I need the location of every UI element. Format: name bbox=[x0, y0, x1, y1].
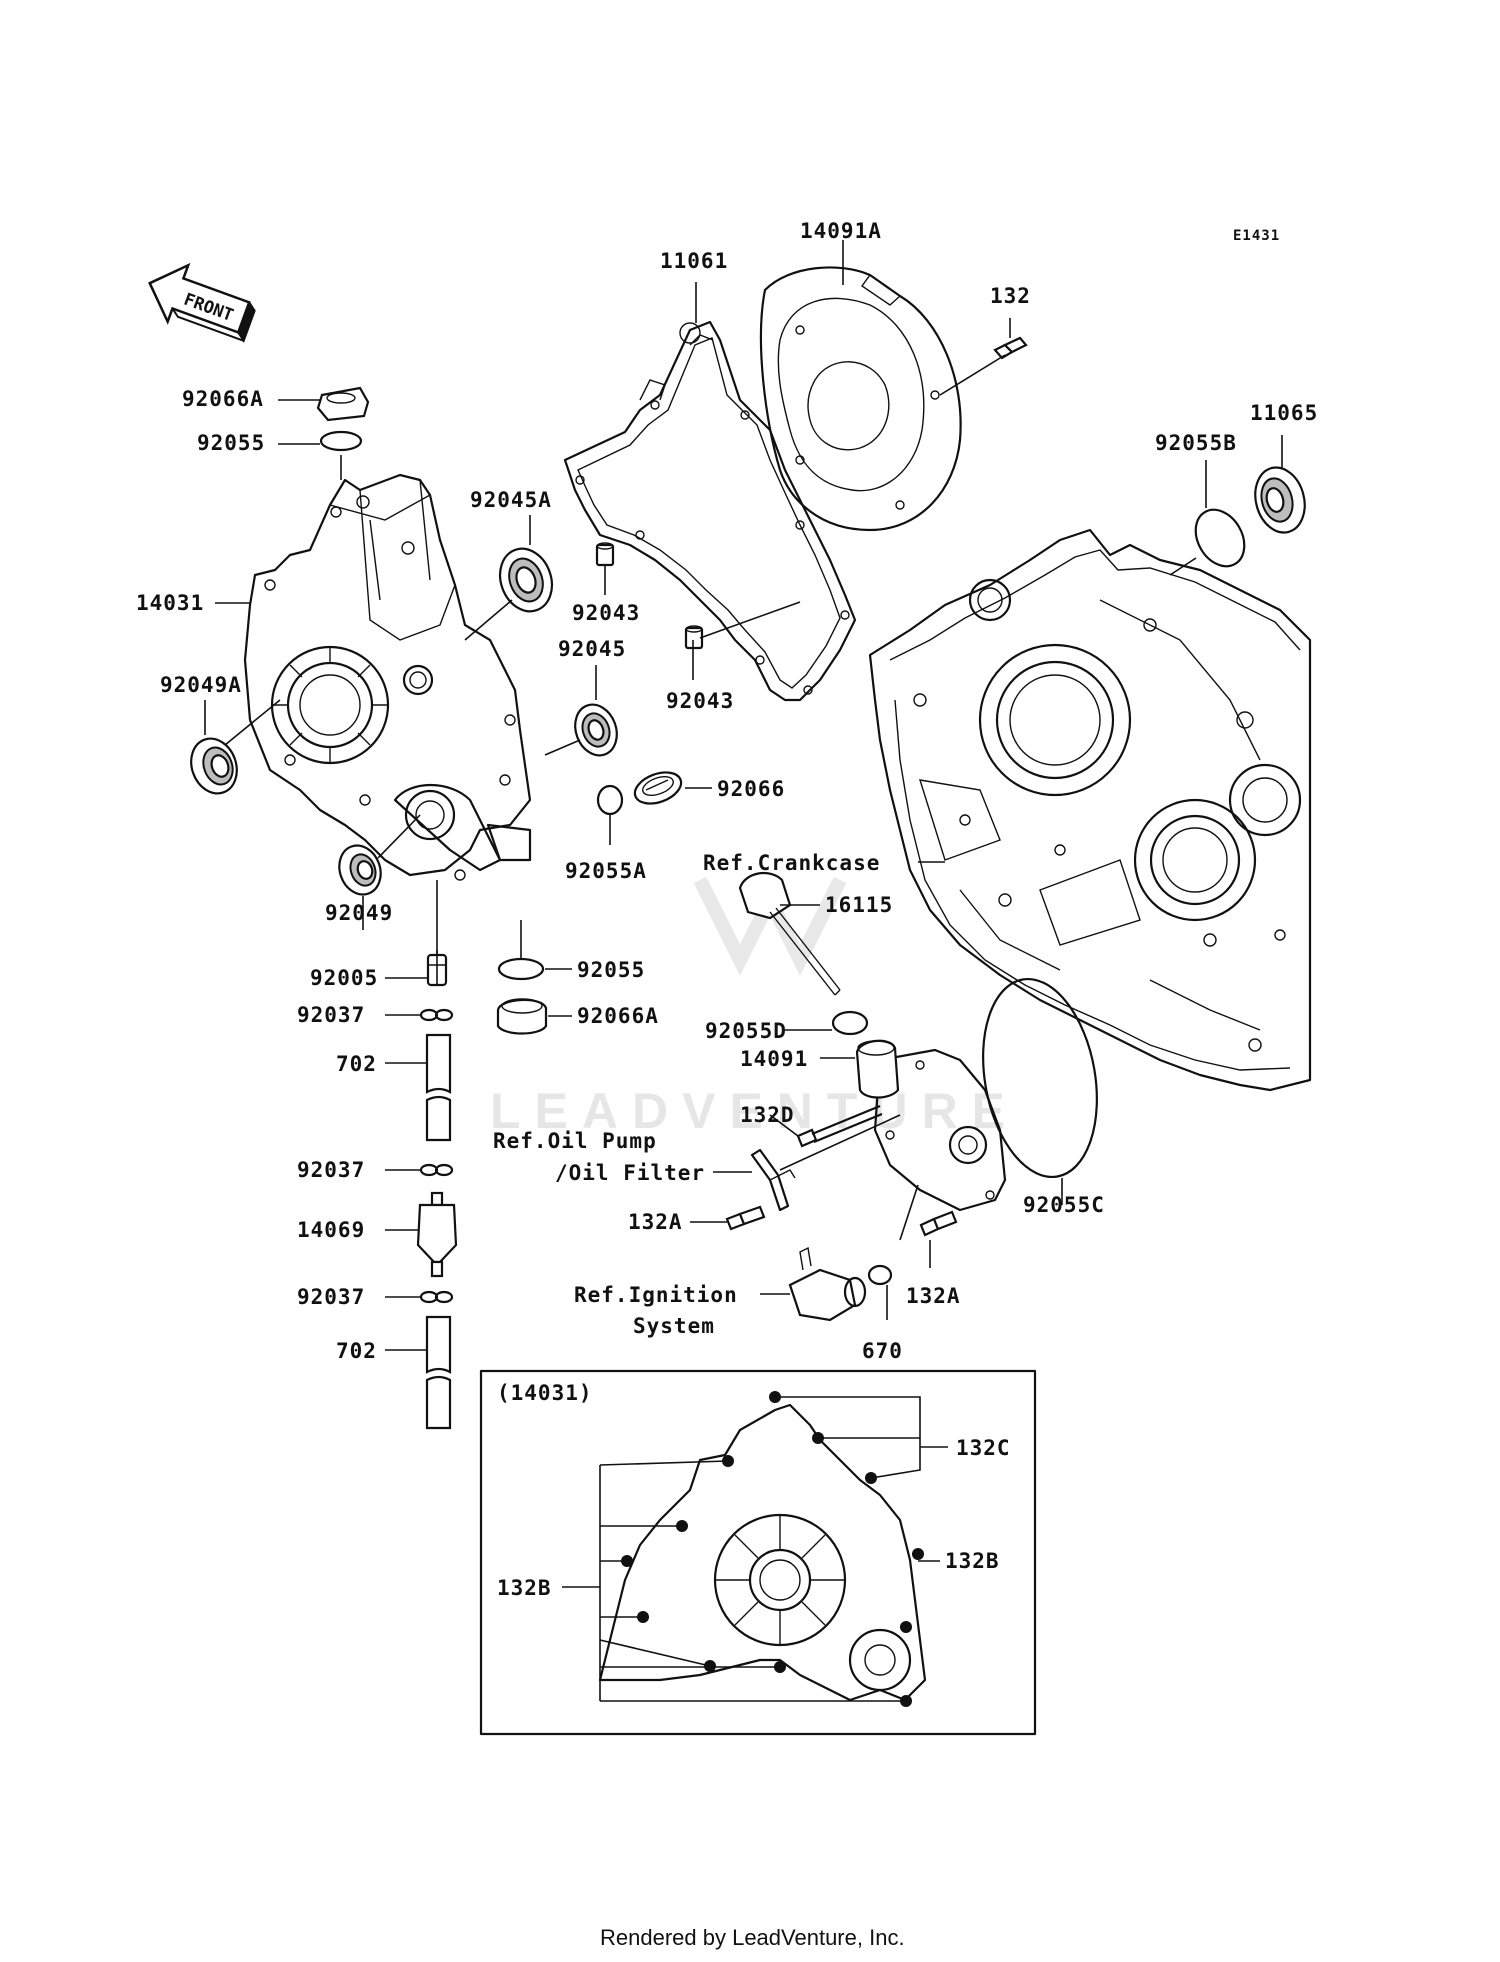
callout-670: 670 bbox=[862, 1339, 903, 1363]
dowel-92043-b bbox=[684, 625, 704, 650]
front-arrow-icon: FRONT bbox=[148, 262, 256, 344]
plug-92066A-mid bbox=[496, 998, 548, 1035]
oil-filter-bracket bbox=[750, 1148, 796, 1212]
callout-92049: 92049 bbox=[325, 901, 393, 925]
clamp-92037-b bbox=[419, 1163, 454, 1177]
callout-132: 132 bbox=[990, 284, 1031, 308]
dowel-92043-a bbox=[595, 542, 615, 567]
callout-92066A-top: 92066A bbox=[182, 387, 264, 411]
gasket-11061 bbox=[563, 320, 857, 702]
o-ring-670 bbox=[867, 1264, 893, 1286]
callout-92037-c: 92037 bbox=[297, 1285, 365, 1309]
callout-92005: 92005 bbox=[310, 966, 378, 990]
crankcase-cover-14031 bbox=[243, 473, 532, 881]
clamp-92037-a bbox=[419, 1008, 454, 1022]
oil-seal-11065 bbox=[1254, 466, 1306, 534]
callout-132D: 132D bbox=[740, 1103, 795, 1127]
callout-92045A: 92045A bbox=[470, 488, 552, 512]
clamp-92037-c bbox=[419, 1290, 454, 1304]
callout-92037-b: 92037 bbox=[297, 1158, 365, 1182]
callout-132C: 132C bbox=[956, 1436, 1011, 1460]
watermark-text: LEADVENTURE bbox=[490, 1083, 1019, 1139]
callout-14031: 14031 bbox=[136, 591, 204, 615]
callout-92045: 92045 bbox=[558, 637, 626, 661]
callout-92055C: 92055C bbox=[1023, 1193, 1105, 1217]
plug-92066 bbox=[633, 771, 683, 805]
footer-credit: Rendered by LeadVenture, Inc. bbox=[600, 1925, 905, 1950]
callout-ref-ignition-line2: System bbox=[633, 1314, 715, 1338]
callout-132A-right: 132A bbox=[906, 1284, 961, 1308]
watermark: LEADVENTURE bbox=[490, 876, 1019, 1139]
callout-14069: 14069 bbox=[297, 1218, 365, 1242]
callout-92066: 92066 bbox=[717, 777, 785, 801]
callout-92066A-mid: 92066A bbox=[577, 1004, 659, 1028]
o-ring-92055D bbox=[831, 1010, 869, 1036]
o-ring-92055-mid bbox=[497, 957, 545, 981]
callout-11061: 11061 bbox=[660, 249, 728, 273]
callout-702-b: 702 bbox=[336, 1339, 377, 1363]
callout-92055A: 92055A bbox=[565, 859, 647, 883]
callout-11065: 11065 bbox=[1250, 401, 1318, 425]
callout-labels: 14091A 11061 132 11065 92055B 92066A 920… bbox=[136, 219, 1318, 1600]
bolt-132 bbox=[993, 336, 1028, 360]
callout-132B-right: 132B bbox=[945, 1549, 1000, 1573]
bolt-132A-left bbox=[725, 1205, 766, 1231]
dipstick-16115 bbox=[738, 871, 841, 996]
callout-92055-top: 92055 bbox=[197, 431, 265, 455]
o-ring-92055-top bbox=[319, 430, 363, 452]
plug-92066A-top bbox=[316, 386, 370, 422]
callout-14091A: 14091A bbox=[800, 219, 882, 243]
hose-702-a bbox=[425, 1033, 452, 1142]
callout-92055B: 92055B bbox=[1155, 431, 1237, 455]
bearing-92045 bbox=[574, 703, 618, 757]
callout-92037-a: 92037 bbox=[297, 1003, 365, 1027]
bolt-132A-right bbox=[919, 1210, 958, 1237]
callout-ref-oil-pump-line1: Ref.Oil Pump bbox=[493, 1129, 657, 1153]
callout-92049A: 92049A bbox=[160, 673, 242, 697]
crankcase bbox=[868, 528, 1312, 1092]
o-ring-92055B bbox=[1194, 508, 1246, 568]
oil-seal-92049 bbox=[338, 844, 382, 896]
ignition-sensor bbox=[788, 1246, 867, 1322]
callout-92055-mid: 92055 bbox=[577, 958, 645, 982]
callout-ref-ignition-line1: Ref.Ignition bbox=[574, 1283, 738, 1307]
diagram-code: E1431 bbox=[1233, 228, 1280, 244]
callout-16115: 16115 bbox=[825, 893, 893, 917]
callout-702-a: 702 bbox=[336, 1052, 377, 1076]
o-ring-92055A bbox=[596, 784, 624, 816]
callout-92043-b: 92043 bbox=[666, 689, 734, 713]
cover-14091 bbox=[855, 1039, 1007, 1212]
oil-seal-92049A bbox=[190, 737, 238, 795]
bolt-132D bbox=[796, 1104, 883, 1148]
filter-14069 bbox=[416, 1191, 458, 1278]
o-ring-92055C bbox=[982, 977, 1098, 1179]
bearing-92045A bbox=[498, 547, 554, 613]
callout-132A-left: 132A bbox=[628, 1210, 683, 1234]
hose-702-b bbox=[425, 1315, 452, 1430]
callout-132B-left: 132B bbox=[497, 1576, 552, 1600]
callout-ref-crankcase: Ref.Crankcase bbox=[703, 851, 880, 875]
callout-92055D: 92055D bbox=[705, 1019, 787, 1043]
callout-ref-oil-pump-line2: /Oil Filter bbox=[555, 1161, 705, 1185]
callout-14091: 14091 bbox=[740, 1047, 808, 1071]
callout-92043-a: 92043 bbox=[572, 601, 640, 625]
leader-lines bbox=[204, 240, 1283, 1702]
plate-14091A bbox=[759, 266, 962, 532]
inset-title: (14031) bbox=[497, 1381, 593, 1405]
